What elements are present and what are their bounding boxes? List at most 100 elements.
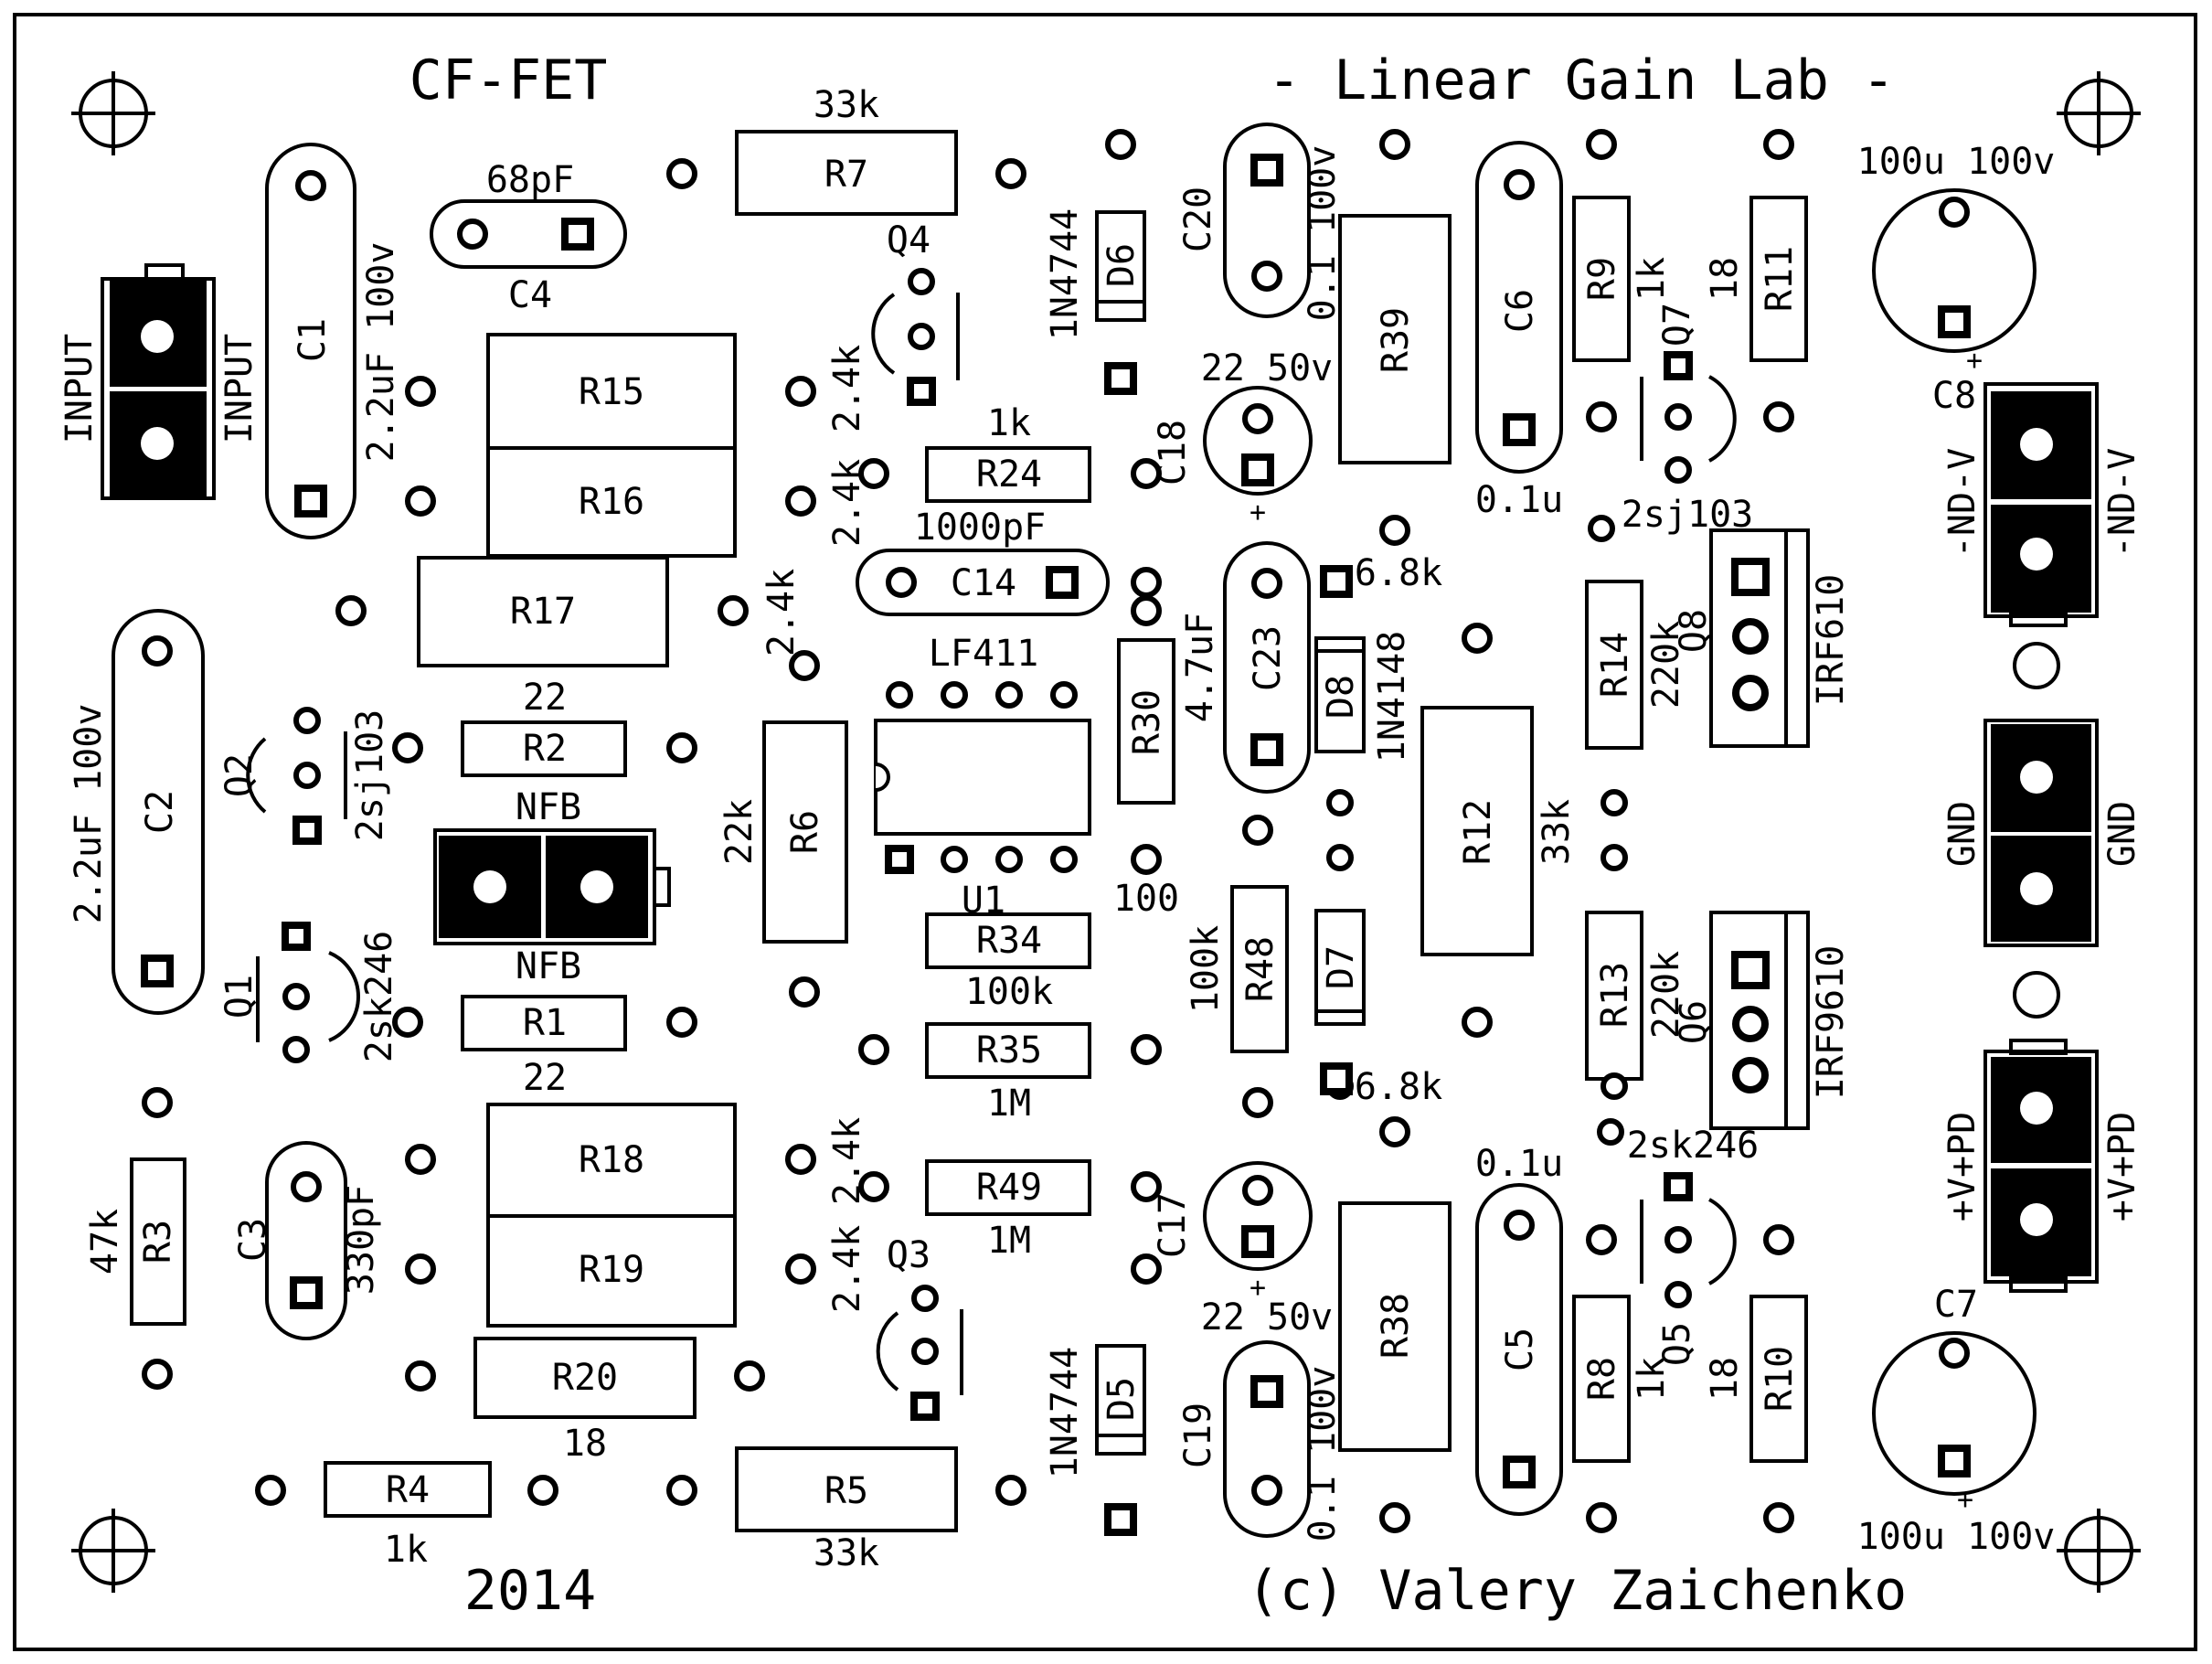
c14-ref: C14 <box>951 562 1016 604</box>
c6-value: 0.1u <box>1475 479 1563 521</box>
r12-value: 33k <box>1536 799 1578 865</box>
c1-ref: C1 <box>292 318 334 362</box>
c8-plus: + <box>1966 345 1983 377</box>
mounting-hole-top-right <box>2057 71 2141 155</box>
capacitor-c18: 22 50v C18 + <box>1152 347 1333 528</box>
capacitor-c23: C23 4.7uF <box>1179 541 1311 794</box>
resistor-r20: R20 18 <box>405 1337 765 1465</box>
r34-ref: R34 <box>976 920 1042 962</box>
resistor-r15: R15 <box>405 333 816 450</box>
q6-value: IRF9610 <box>1810 945 1852 1100</box>
r13-value: 220k <box>1645 951 1687 1039</box>
transistor-q2: Q2 2sj103 <box>218 707 391 845</box>
r9-ref: R9 <box>1581 257 1623 301</box>
q6-ref: Q6 <box>1673 1000 1715 1044</box>
v-pd-label-left: +V+PD <box>1941 1112 1983 1221</box>
r4-ref: R4 <box>386 1469 430 1511</box>
c18-ref: C18 <box>1152 420 1194 485</box>
c2-value: 2.2uF 100v <box>68 704 110 924</box>
q5-value: 2sk246 <box>1627 1125 1760 1167</box>
nfb-connector: NFB NFB <box>433 786 671 987</box>
r11-value: 18 <box>1704 257 1746 301</box>
r6-value: 22k <box>718 799 760 865</box>
r14-ref: R14 <box>1594 632 1636 698</box>
capacitor-c20: C20 0.1 100v <box>1177 123 1344 321</box>
resistor-r19: R19 <box>405 1214 816 1328</box>
c14-value: 1000pF <box>914 507 1047 549</box>
capacitor-c4: 68pF C4 <box>430 159 627 316</box>
capacitor-c8: 100u 100v + C8 <box>1857 141 2056 417</box>
d8-label-6-8k: 6.8k <box>1355 552 1442 594</box>
heatsink-pad-upper <box>2013 642 2060 689</box>
q1-value: 2sk246 <box>358 931 400 1063</box>
nd-v-label-right: -ND-V <box>2101 448 2143 558</box>
resistor-r5: R5 33k <box>666 1446 1026 1574</box>
c17-ref: C17 <box>1152 1192 1194 1258</box>
pad-group-middle <box>1131 595 1354 1285</box>
resistor-r12: R12 33k <box>1420 623 1578 1038</box>
gnd-connector: GND GND <box>1941 719 2143 947</box>
r35-value: 1M <box>987 1083 1031 1125</box>
mounting-hole-top-left <box>71 71 155 155</box>
r9-value: 1k <box>1631 257 1673 301</box>
diode-d8: 6.8k D8 1N4148 <box>1314 552 1442 871</box>
c1-value: 2.2uF 100v <box>360 242 402 463</box>
u1-value: LF411 <box>929 633 1038 675</box>
c3-ref: C3 <box>232 1218 274 1262</box>
c7-ref: C7 <box>1934 1284 1978 1326</box>
q3-ref: Q3 <box>887 1234 931 1276</box>
c6-ref: C6 <box>1499 289 1541 333</box>
resistor-r3: R3 47k <box>84 1087 186 1390</box>
resistor-r8: R8 1k <box>1572 1224 1673 1533</box>
resistor-r24: 1k R24 <box>858 402 1162 503</box>
c23-value: 4.7uF <box>1179 613 1221 722</box>
c18-plus: + <box>1250 496 1266 528</box>
q4-ref: Q4 <box>887 219 931 261</box>
r20-ref: R20 <box>552 1357 618 1399</box>
capacitor-c17: C17 + 22 50v <box>1152 1161 1333 1339</box>
resistor-r48: R48 100k <box>1185 885 1289 1053</box>
resistor-r4: R4 1k <box>255 1461 558 1571</box>
resistor-r35: R35 1M <box>858 1022 1162 1125</box>
d6-value: 1N4744 <box>1044 208 1086 341</box>
r18-ref: R18 <box>579 1139 644 1181</box>
c2-ref: C2 <box>139 790 181 834</box>
c4-value: 68pF <box>486 159 574 201</box>
r-2-4k-label-1: 2.4k <box>826 345 868 432</box>
r7-value: 33k <box>814 84 879 126</box>
r24-ref: R24 <box>976 453 1042 496</box>
resistor-r2: 22 R2 <box>392 677 697 777</box>
gnd-label-right: GND <box>2101 801 2143 867</box>
d5-ref: D5 <box>1101 1377 1143 1421</box>
nfb-label-top: NFB <box>516 786 581 828</box>
c23-ref: C23 <box>1247 625 1289 691</box>
d8-ref: D8 <box>1320 675 1362 719</box>
r7-ref: R7 <box>824 154 868 196</box>
board-outline <box>13 13 2197 1651</box>
diode-d7: D7 6.8k <box>1314 909 1442 1108</box>
r5-ref: R5 <box>824 1470 868 1512</box>
r6-ref: R6 <box>784 810 826 854</box>
q2-value: 2sj103 <box>349 709 391 842</box>
capacitor-c3: C3 330pF <box>232 1141 382 1340</box>
c4-ref: C4 <box>508 274 552 316</box>
r8-ref: R8 <box>1581 1357 1623 1401</box>
c17-plus: + <box>1250 1272 1266 1304</box>
capacitor-c6: C6 0.1u <box>1475 141 1563 521</box>
r3-value: 47k <box>84 1209 126 1275</box>
r17-ref: R17 <box>510 591 576 633</box>
r39-ref: R39 <box>1375 307 1417 373</box>
transistor-q1: Q1 2sk246 <box>218 922 400 1063</box>
transistor-q7: Q7 2sj103 <box>1622 303 1754 536</box>
r15-ref: R15 <box>579 371 644 413</box>
capacitor-c19: C19 0.1 100v <box>1177 1340 1344 1541</box>
resistor-r49: R49 1M <box>858 1159 1162 1262</box>
r-2-4k-labels: 2.4k 2.4k 2.4k 2.4k 2.4k <box>760 345 868 1313</box>
d5-value: 1N4744 <box>1044 1347 1086 1479</box>
resistor-r39: R39 <box>1338 129 1452 546</box>
r4-value: 1k <box>384 1529 428 1571</box>
d8-value: 1N4148 <box>1371 631 1413 763</box>
lab-name: - Linear Gain Lab - <box>1268 48 1895 112</box>
q2-ref: Q2 <box>218 753 261 797</box>
